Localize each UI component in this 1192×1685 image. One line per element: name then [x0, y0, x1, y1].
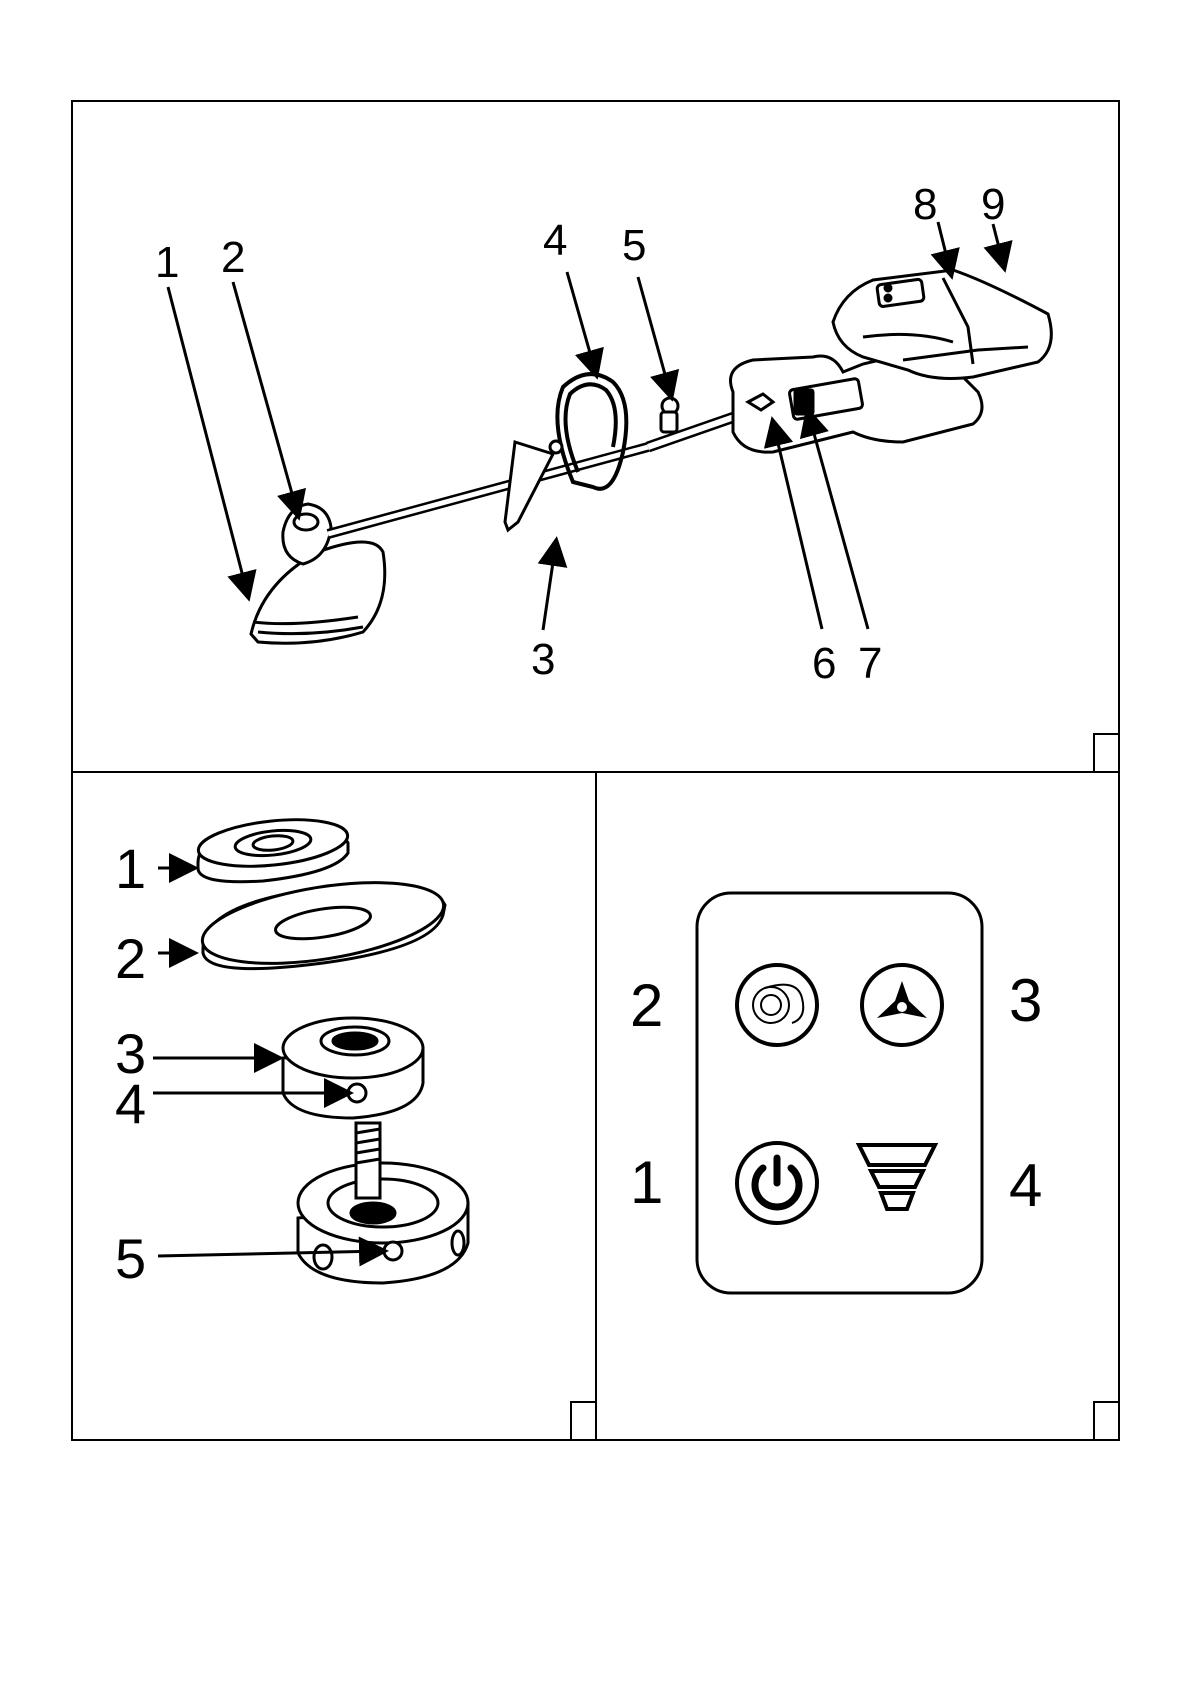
- callout-8: 8: [913, 180, 937, 229]
- control-panel-outline: [697, 893, 982, 1293]
- spool-icon: [737, 965, 817, 1045]
- callout-4: 4: [115, 1072, 146, 1135]
- spline-ring: [283, 1018, 423, 1118]
- callout-3: 3: [1009, 967, 1042, 1034]
- motor-housing: [731, 270, 1052, 452]
- figure-trimmer-overview: 1 2 3 4 5 6 7 8 9: [71, 100, 1120, 773]
- callout-1: 1: [155, 238, 179, 287]
- callout-1: 1: [630, 1149, 663, 1216]
- callout-2: 2: [115, 927, 146, 990]
- spool-cap: [196, 813, 350, 881]
- blade-icon: [862, 965, 942, 1045]
- callout-3: 3: [531, 635, 555, 684]
- callout-5: 5: [115, 1227, 146, 1290]
- threaded-hub: [298, 1123, 468, 1283]
- callout-6: 6: [812, 639, 836, 688]
- callout-4: 4: [1009, 1152, 1042, 1219]
- callout-5: 5: [622, 221, 646, 270]
- head-parts-illustration: 1 2 3 4 5: [73, 773, 599, 1443]
- figure-control-panel: 2 3 1 4: [595, 771, 1120, 1441]
- shaft-clip: [661, 398, 678, 432]
- power-icon: [737, 1143, 817, 1223]
- callout-1: 1: [115, 837, 146, 900]
- callout-2: 2: [221, 233, 245, 282]
- callout-2: 2: [630, 972, 663, 1039]
- control-panel-illustration: 2 3 1 4: [597, 773, 1122, 1443]
- callout-9: 9: [981, 180, 1005, 229]
- safety-lever: [505, 441, 562, 530]
- auxiliary-handle: [557, 374, 626, 489]
- figure-head-parts: 1 2 3 4 5: [71, 771, 597, 1441]
- callout-4: 4: [543, 216, 567, 265]
- callout-7: 7: [858, 639, 882, 688]
- guard-disc: [197, 868, 449, 977]
- trimmer-illustration: 1 2 3 4 5 6 7 8 9: [73, 102, 1122, 775]
